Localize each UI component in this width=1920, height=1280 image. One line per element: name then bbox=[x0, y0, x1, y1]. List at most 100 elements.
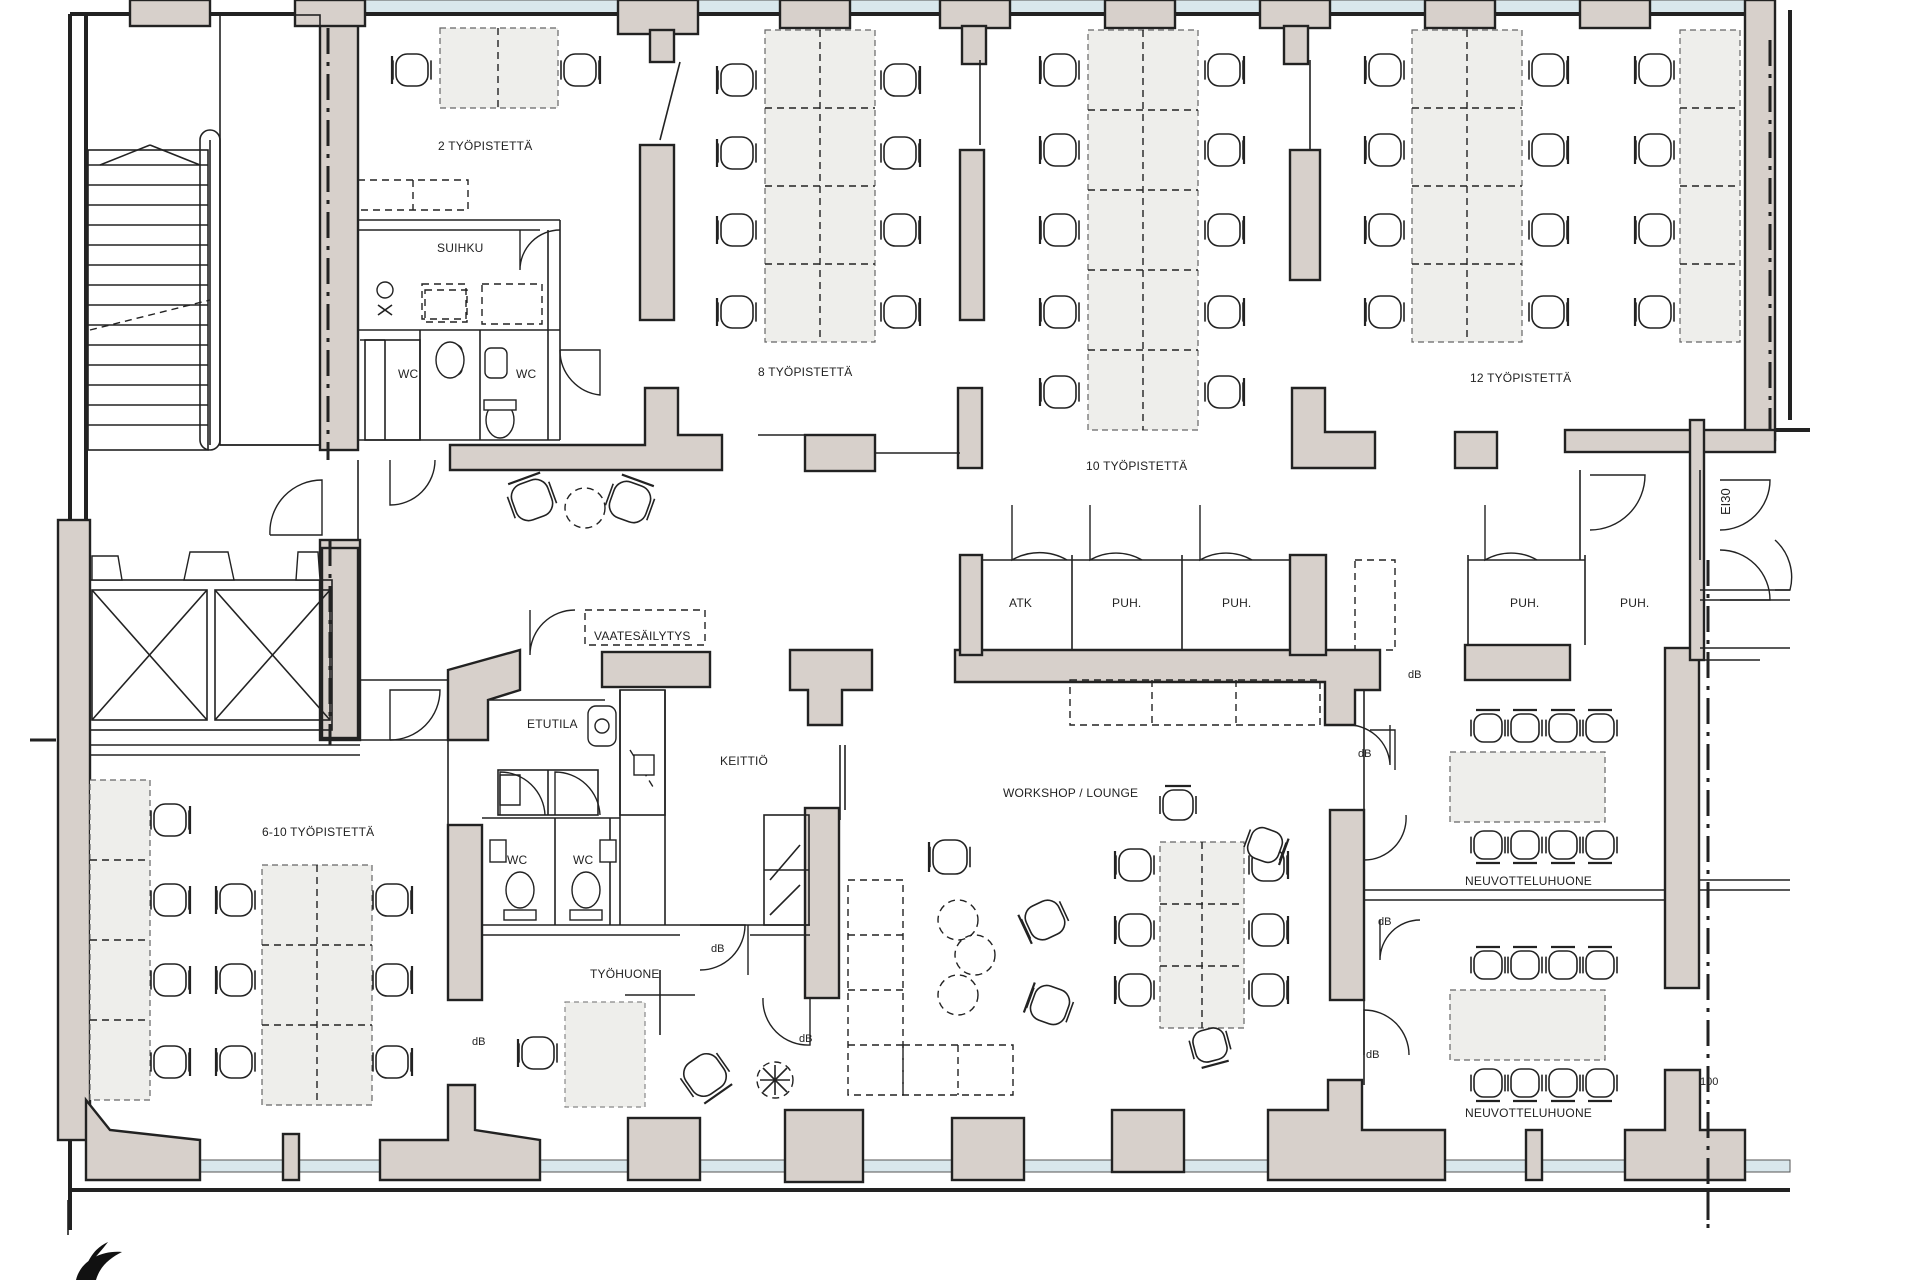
chair bbox=[1528, 133, 1570, 167]
room-label-10-workstations: 10 TYÖPISTETTÄ bbox=[1086, 459, 1187, 473]
room-label-meeting-room: NEUVOTTELUHUONE bbox=[1465, 874, 1592, 888]
db-label: dB bbox=[1366, 1049, 1379, 1061]
chair bbox=[1545, 1068, 1581, 1103]
chair bbox=[1017, 899, 1070, 945]
chair bbox=[715, 295, 757, 329]
chair bbox=[880, 213, 922, 247]
chair bbox=[1633, 53, 1675, 87]
chair bbox=[150, 803, 192, 837]
room-label-kitchen: KEITTIÖ bbox=[720, 754, 768, 768]
elevator-shafts bbox=[91, 551, 331, 721]
room-label-phone-booth: PUH. bbox=[1620, 596, 1649, 610]
chair bbox=[1582, 945, 1618, 980]
chair bbox=[560, 53, 602, 87]
fire-rating-label: EI30 bbox=[1718, 488, 1733, 515]
chair bbox=[1363, 133, 1405, 167]
db-label: dB bbox=[1378, 916, 1391, 928]
desk-cluster bbox=[1679, 29, 1741, 343]
db-label: dB bbox=[799, 1033, 812, 1045]
chair bbox=[1470, 1068, 1506, 1103]
chair bbox=[150, 1045, 192, 1079]
room-label-meeting-room: NEUVOTTELUHUONE bbox=[1465, 1106, 1592, 1120]
chair bbox=[372, 1045, 414, 1079]
chair bbox=[1470, 830, 1506, 865]
chair bbox=[1507, 1068, 1543, 1103]
door-swings bbox=[269, 229, 1793, 1056]
chair bbox=[1633, 295, 1675, 329]
stair-flight bbox=[87, 14, 321, 451]
lounge-items bbox=[564, 487, 996, 1108]
db-marks: dB dB dB dB dB dB dB 100 bbox=[472, 669, 1718, 1088]
chair bbox=[1633, 133, 1675, 167]
chair bbox=[1243, 826, 1290, 866]
chair bbox=[880, 63, 922, 97]
desk-cluster bbox=[764, 29, 876, 343]
chair bbox=[1582, 1068, 1618, 1103]
db-label: dB bbox=[1408, 669, 1421, 681]
room-label-wc: WC bbox=[398, 367, 419, 381]
chair bbox=[516, 1036, 558, 1070]
chair bbox=[1470, 945, 1506, 980]
chair bbox=[1038, 53, 1080, 87]
desk-cluster bbox=[89, 779, 151, 1101]
chair bbox=[1204, 53, 1246, 87]
chair bbox=[1545, 945, 1581, 980]
chair bbox=[1528, 295, 1570, 329]
kitchen-fixtures bbox=[587, 689, 1014, 1096]
room-label-lobby: ETUTILA bbox=[527, 717, 578, 731]
chair bbox=[372, 883, 414, 917]
desk-cluster bbox=[261, 864, 373, 1106]
db-label: dB bbox=[711, 943, 724, 955]
chairs bbox=[150, 53, 1675, 1105]
chair bbox=[1363, 213, 1405, 247]
chair bbox=[1582, 830, 1618, 865]
chair bbox=[506, 471, 558, 522]
chair bbox=[715, 63, 757, 97]
room-label-shower: SUIHKU bbox=[437, 241, 484, 255]
chair bbox=[715, 213, 757, 247]
room-labels: 2 TYÖPISTETTÄ SUIHKU WC WC 8 TYÖPISTETTÄ… bbox=[262, 139, 1733, 1120]
chair bbox=[1038, 375, 1080, 409]
chair bbox=[1038, 295, 1080, 329]
chair bbox=[150, 963, 192, 997]
chair bbox=[1545, 708, 1581, 743]
chair bbox=[1363, 53, 1405, 87]
room-label-8-workstations: 8 TYÖPISTETTÄ bbox=[758, 365, 852, 379]
structure-walls bbox=[56, 0, 1810, 1230]
chair bbox=[927, 839, 971, 875]
chair bbox=[1528, 213, 1570, 247]
chair bbox=[1022, 982, 1075, 1026]
room-label-atk: ATK bbox=[1009, 596, 1032, 610]
chair bbox=[1363, 295, 1405, 329]
chair bbox=[1582, 708, 1618, 743]
room-label-work-room: TYÖHUONE bbox=[590, 967, 660, 981]
desk-cluster bbox=[1159, 841, 1245, 1029]
dimension-label: 100 bbox=[1700, 1076, 1718, 1088]
room-label-cloakroom: VAATESÄILYTYS bbox=[594, 629, 691, 643]
chair bbox=[1113, 973, 1155, 1007]
upper-left-desks bbox=[357, 27, 1396, 726]
chair bbox=[1188, 1027, 1232, 1070]
chair bbox=[679, 1052, 733, 1105]
chair bbox=[150, 883, 192, 917]
desk-cluster bbox=[1449, 751, 1606, 823]
chair bbox=[1248, 913, 1290, 947]
room-label-wc: WC bbox=[573, 853, 594, 867]
db-label: dB bbox=[1358, 748, 1371, 760]
chair bbox=[390, 53, 432, 87]
room-label-phone-booth: PUH. bbox=[1222, 596, 1251, 610]
chair bbox=[1545, 830, 1581, 865]
room-label-phone-booth: PUH. bbox=[1112, 596, 1141, 610]
room-label-6-10-workstations: 6-10 TYÖPISTETTÄ bbox=[262, 825, 374, 839]
chair bbox=[1113, 913, 1155, 947]
chair bbox=[1204, 133, 1246, 167]
chair bbox=[1113, 848, 1155, 882]
room-label-wc: WC bbox=[516, 367, 537, 381]
room-label-workshop-lounge: WORKSHOP / LOUNGE bbox=[1003, 786, 1138, 800]
toilets bbox=[364, 281, 617, 921]
chair bbox=[1528, 53, 1570, 87]
chair bbox=[1038, 133, 1080, 167]
chair bbox=[372, 963, 414, 997]
chair bbox=[1204, 375, 1246, 409]
